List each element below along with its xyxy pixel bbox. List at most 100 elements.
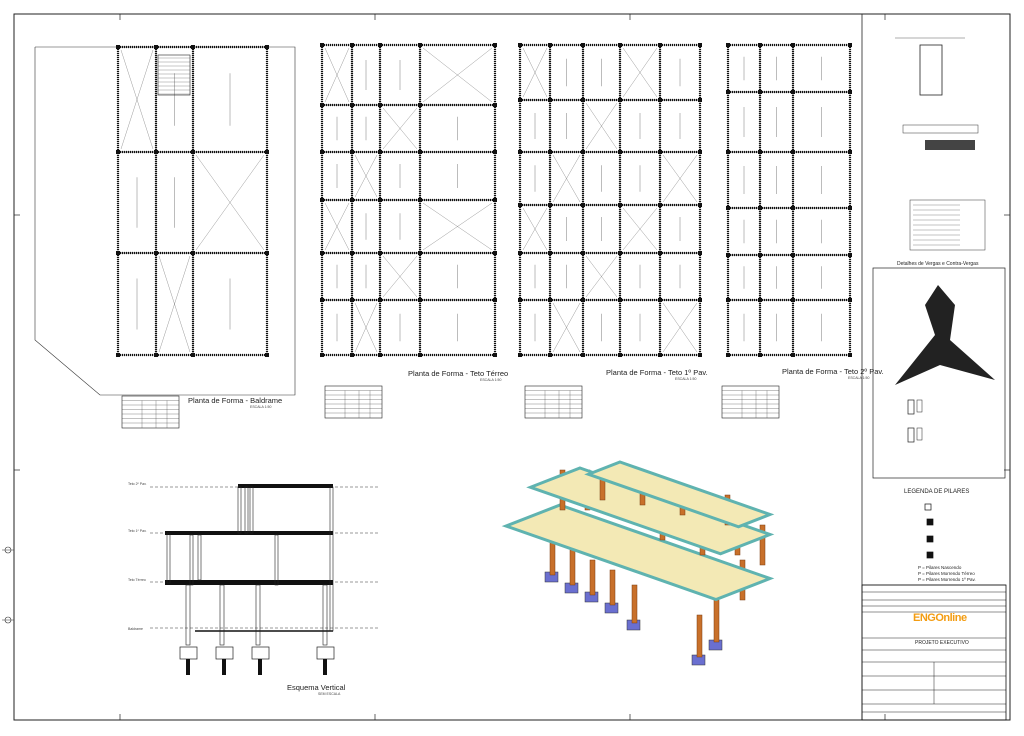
column [698, 150, 702, 154]
opening-cross [422, 202, 493, 251]
column [378, 298, 382, 302]
column [658, 150, 662, 154]
pile [258, 659, 262, 675]
pillar-legend-symbol [926, 551, 934, 559]
column [726, 206, 730, 210]
detail-column [861, 37, 1007, 721]
pile [323, 659, 327, 675]
opening-cross [585, 102, 618, 150]
column [698, 353, 702, 357]
column [518, 353, 522, 357]
column [191, 353, 195, 357]
vertical-scheme [150, 484, 380, 675]
column [726, 150, 730, 154]
column [493, 251, 497, 255]
column-3d [569, 549, 576, 586]
details-frame [872, 267, 1006, 479]
floor-plan [116, 45, 269, 357]
column [320, 353, 324, 357]
column-elevation [185, 584, 191, 646]
opening-cross [522, 47, 548, 98]
column-3d [609, 569, 616, 606]
column [548, 203, 552, 207]
level-label: Teto 1º Pav. [128, 529, 147, 533]
column [581, 203, 585, 207]
column [418, 103, 422, 107]
column [548, 353, 552, 357]
column [154, 45, 158, 49]
column [726, 43, 730, 47]
column [758, 43, 762, 47]
column [581, 43, 585, 47]
column [848, 150, 852, 154]
opening-cross [622, 207, 658, 251]
column [698, 251, 702, 255]
column [618, 298, 622, 302]
lintel-masonry-detail [895, 285, 995, 385]
beam-section [165, 580, 333, 585]
column [418, 150, 422, 154]
column [581, 150, 585, 154]
column [791, 298, 795, 302]
elevation-scale: SEM ESCALA [318, 692, 341, 696]
table-border [324, 385, 383, 419]
opening-cross [120, 49, 154, 150]
quantity-table [121, 395, 180, 429]
pillar-legend-symbol [926, 535, 934, 543]
column-elevation [237, 486, 242, 534]
column [848, 298, 852, 302]
column [320, 251, 324, 255]
column [698, 203, 702, 207]
column [548, 298, 552, 302]
column-elevation [322, 584, 328, 646]
column [698, 298, 702, 302]
column [493, 198, 497, 202]
column [658, 251, 662, 255]
footing [251, 646, 270, 660]
title-block-border [861, 584, 1007, 721]
column [548, 150, 552, 154]
column [726, 90, 730, 94]
column [618, 203, 622, 207]
column [791, 253, 795, 257]
column [698, 43, 702, 47]
opening-cross [324, 47, 350, 103]
column [350, 353, 354, 357]
column [848, 206, 852, 210]
column [493, 353, 497, 357]
column [726, 253, 730, 257]
legend-note: P = Pilares Morrendo 1º Pav. [918, 577, 976, 582]
column-3d [549, 539, 556, 576]
opening-cross [552, 154, 581, 203]
table-border [524, 385, 583, 419]
column [154, 150, 158, 154]
window-detail [916, 399, 923, 413]
column [658, 43, 662, 47]
table-border [121, 395, 180, 429]
plan-title-teto-1-pav: Planta de Forma - Teto 1º Pav. [606, 368, 708, 377]
column [518, 298, 522, 302]
pile [222, 659, 226, 675]
column [581, 98, 585, 102]
footing [179, 646, 198, 660]
column [581, 251, 585, 255]
column-3d [696, 614, 703, 658]
column [726, 353, 730, 357]
column [581, 298, 585, 302]
beam-section [238, 484, 333, 488]
column [116, 353, 120, 357]
column [350, 150, 354, 154]
column [618, 98, 622, 102]
window-detail [907, 427, 915, 443]
column [758, 353, 762, 357]
column [618, 150, 622, 154]
detail-note-box [902, 124, 979, 134]
column [378, 103, 382, 107]
plan-scale: ESCALA 1:50 [848, 376, 870, 380]
opening-cross [622, 47, 658, 98]
column-elevation [219, 584, 225, 646]
plan-scale: ESCALA 1:50 [250, 405, 272, 409]
column [791, 206, 795, 210]
sheet-border [13, 13, 1011, 721]
column [320, 298, 324, 302]
